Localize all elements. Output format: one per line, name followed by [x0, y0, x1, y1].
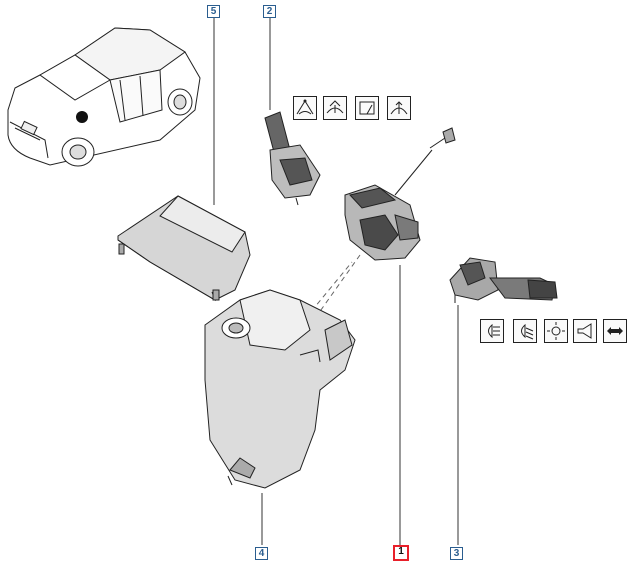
wiper-intermittent-icon [293, 96, 317, 120]
rear-wiper-icon [355, 96, 379, 120]
lower-shroud-part [204, 289, 356, 489]
lighting-switch-part [449, 257, 558, 303]
headlight-dipped-icon [513, 319, 537, 343]
callout-3[interactable]: 3 [450, 547, 463, 560]
wiper-washer-icon [323, 96, 347, 120]
headlight-main-beam-icon [480, 319, 504, 343]
location-marker [76, 111, 88, 123]
rotary-contact-part [344, 127, 456, 261]
callout-4[interactable]: 4 [255, 547, 268, 560]
car-illustration [7, 27, 201, 167]
callout-2[interactable]: 2 [263, 5, 276, 18]
callout-1-selected[interactable]: 1 [393, 545, 409, 561]
upper-shroud-part [117, 195, 251, 302]
alignment-line [224, 254, 361, 446]
wiper-switch-part [264, 111, 321, 206]
wiper-speed-icon [387, 96, 411, 120]
callout-5[interactable]: 5 [207, 5, 220, 18]
leader-lines [213, 18, 459, 545]
side-light-icon [544, 319, 568, 343]
direction-indicator-icon [603, 319, 627, 343]
horn-icon [573, 319, 597, 343]
